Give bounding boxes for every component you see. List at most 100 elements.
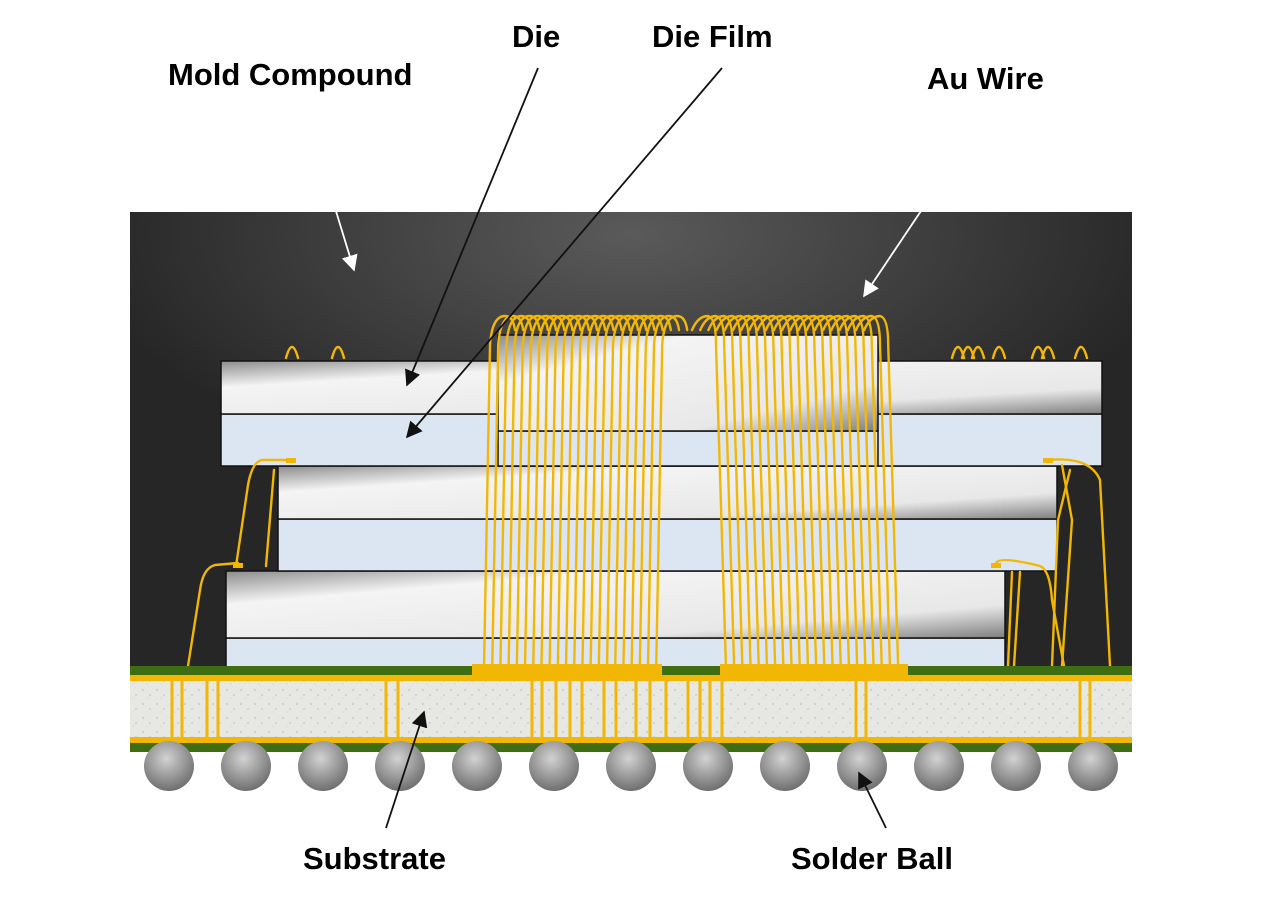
gold-wire (854, 314, 892, 670)
solder-ball (144, 741, 194, 791)
gold-wire (548, 314, 582, 670)
gold-wire (532, 314, 566, 670)
label-mold-compound: Mold Compound (168, 57, 413, 92)
gold-wire (731, 314, 769, 670)
gold-wire (1060, 463, 1074, 668)
substrate-layer (130, 664, 1132, 752)
gold-wire (830, 314, 867, 670)
gold-wire (186, 561, 240, 668)
gold-wire (499, 314, 533, 670)
gold-wire (991, 345, 1007, 360)
solder-ball (452, 741, 502, 791)
solder-ball-arrow (858, 771, 887, 829)
bond-finger-pad (720, 664, 908, 676)
die-film-arrow (405, 67, 723, 439)
gold-wire (838, 314, 875, 670)
label-die-film: Die Film (652, 19, 773, 54)
solder-ball (914, 741, 964, 791)
die-arrow (405, 67, 539, 387)
gold-wire (1040, 345, 1056, 360)
gold-wire (284, 345, 300, 360)
gold-wire (655, 314, 689, 670)
gold-wire (264, 468, 276, 568)
gold-wire (707, 314, 744, 670)
gold-wire (1073, 345, 1089, 360)
gold-wire (699, 314, 736, 670)
gold-wire (772, 314, 810, 670)
label-au-wire: Au Wire (927, 61, 1044, 96)
gold-wire (863, 314, 900, 670)
gold-wire (813, 314, 851, 670)
gold-wire (581, 314, 615, 670)
solder-ball (760, 741, 810, 791)
gold-wire (523, 314, 558, 670)
label-substrate: Substrate (303, 841, 446, 876)
gold-wire (1012, 570, 1022, 668)
wire-bond-pad (286, 458, 296, 463)
gold-wire (764, 314, 801, 670)
gold-wire (646, 314, 681, 670)
gold-wire (234, 458, 294, 568)
die-film (277, 518, 1058, 572)
solder-ball (298, 741, 348, 791)
gold-wire (994, 558, 1066, 668)
label-solder-ball: Solder Ball (791, 841, 953, 876)
solder-ball (991, 741, 1041, 791)
gold-wire (556, 314, 590, 670)
gold-wire (515, 314, 549, 670)
gold-wire (970, 345, 986, 360)
gold-wire (723, 314, 760, 670)
gold-wire (540, 314, 574, 670)
gold-wire (1046, 458, 1112, 668)
copper-layer-top (130, 675, 1132, 681)
substrate-core (130, 681, 1132, 737)
gold-wire (715, 314, 752, 670)
gold-wire (756, 314, 793, 670)
gold-wire (690, 314, 728, 670)
gold-wire (507, 314, 541, 670)
gold-wire (614, 314, 648, 670)
solder-ball (606, 741, 656, 791)
substrate-arrow (385, 710, 428, 829)
wire-bond-pad (991, 563, 1001, 568)
wire-bond-pad (233, 563, 243, 568)
gold-wire (589, 314, 623, 670)
gold-wire (805, 314, 842, 670)
solder-ball-row (144, 741, 1118, 791)
label-die: Die (512, 19, 561, 54)
solder-ball (1068, 741, 1118, 791)
gold-wire (789, 314, 826, 670)
gold-wire (564, 314, 599, 670)
bond-finger-pad (472, 664, 662, 676)
wire-bonds (186, 314, 1112, 670)
gold-wire (491, 314, 525, 670)
gold-wire (822, 314, 859, 670)
solder-ball (683, 741, 733, 791)
gold-wire (605, 314, 640, 670)
gold-wire (482, 314, 517, 670)
gold-wire (1006, 570, 1014, 668)
gold-wire (330, 345, 346, 360)
copper-layer-bottom (130, 737, 1132, 743)
gold-wire (638, 314, 672, 670)
gold-wire (797, 314, 834, 670)
gold-wire (630, 314, 664, 670)
gold-wire (573, 314, 607, 670)
gold-wire (846, 314, 883, 670)
gold-wire (597, 314, 631, 670)
au-wire-arrow (863, 107, 991, 298)
gold-wire (622, 314, 656, 670)
solder-ball (221, 741, 271, 791)
gold-wire (781, 314, 818, 670)
gold-wire (748, 314, 785, 670)
die (277, 465, 1058, 520)
solder-ball (375, 741, 425, 791)
mold-compound-arrow (304, 109, 358, 272)
wire-bond-pad (1043, 458, 1053, 463)
solder-ball (837, 741, 887, 791)
gold-wire (740, 314, 777, 670)
solder-ball (529, 741, 579, 791)
callout-arrows (304, 67, 991, 829)
